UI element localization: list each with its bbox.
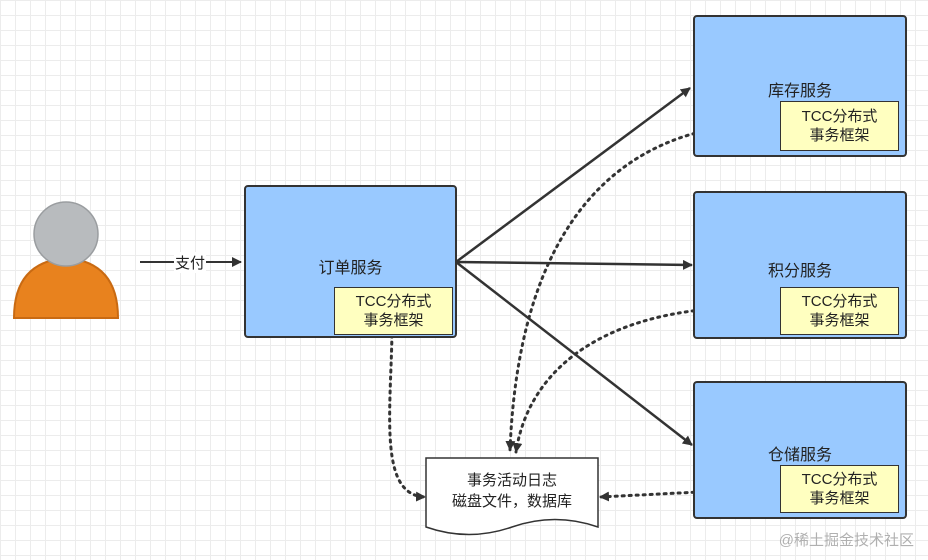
points-service-title: 积分服务 — [767, 263, 832, 280]
inventory-service-title: 库存服务 — [767, 83, 832, 100]
arrow-order-to-points — [455, 259, 693, 270]
inventory-service-box: 库存服务 TCC分布式 事务框架 — [693, 15, 907, 157]
watermark: @稀土掘金技术社区 — [778, 532, 914, 549]
warehouse-tcc-line1: TCC分布式 — [801, 471, 878, 488]
order-tcc-line1: TCC分布式 — [355, 293, 432, 310]
order-service-box: 订单服务 TCC分布式 事务框架 — [244, 185, 457, 338]
log-document-shape — [425, 457, 599, 536]
warehouse-service-title: 仓储服务 — [767, 447, 832, 464]
inventory-tcc-box: TCC分布式 事务框架 — [780, 101, 899, 151]
warehouse-service-box: 仓储服务 TCC分布式 事务框架 — [693, 381, 907, 519]
warehouse-tcc-box: TCC分布式 事务框架 — [780, 465, 899, 513]
log-document-text: 事务活动日志 磁盘文件，数据库 — [428, 470, 596, 512]
points-tcc-box: TCC分布式 事务框架 — [780, 287, 899, 335]
arrow-order-to-inventory — [455, 86, 691, 264]
points-service-box: 积分服务 TCC分布式 事务框架 — [693, 191, 907, 339]
inventory-tcc-line2: 事务框架 — [809, 127, 870, 144]
log-arrow-from-order — [388, 333, 427, 502]
inventory-tcc-line1: TCC分布式 — [801, 108, 878, 125]
log-document-line2: 磁盘文件，数据库 — [451, 493, 572, 510]
points-tcc-line2: 事务框架 — [809, 312, 870, 329]
person-icon — [12, 201, 120, 319]
points-tcc-line1: TCC分布式 — [801, 293, 878, 310]
order-tcc-box: TCC分布式 事务框架 — [334, 287, 453, 335]
log-document-line1: 事务活动日志 — [466, 472, 557, 489]
warehouse-tcc-line2: 事务框架 — [809, 490, 870, 507]
order-tcc-line2: 事务框架 — [363, 312, 424, 329]
order-service-title: 订单服务 — [318, 260, 383, 277]
pay-label: 支付 — [174, 252, 207, 273]
